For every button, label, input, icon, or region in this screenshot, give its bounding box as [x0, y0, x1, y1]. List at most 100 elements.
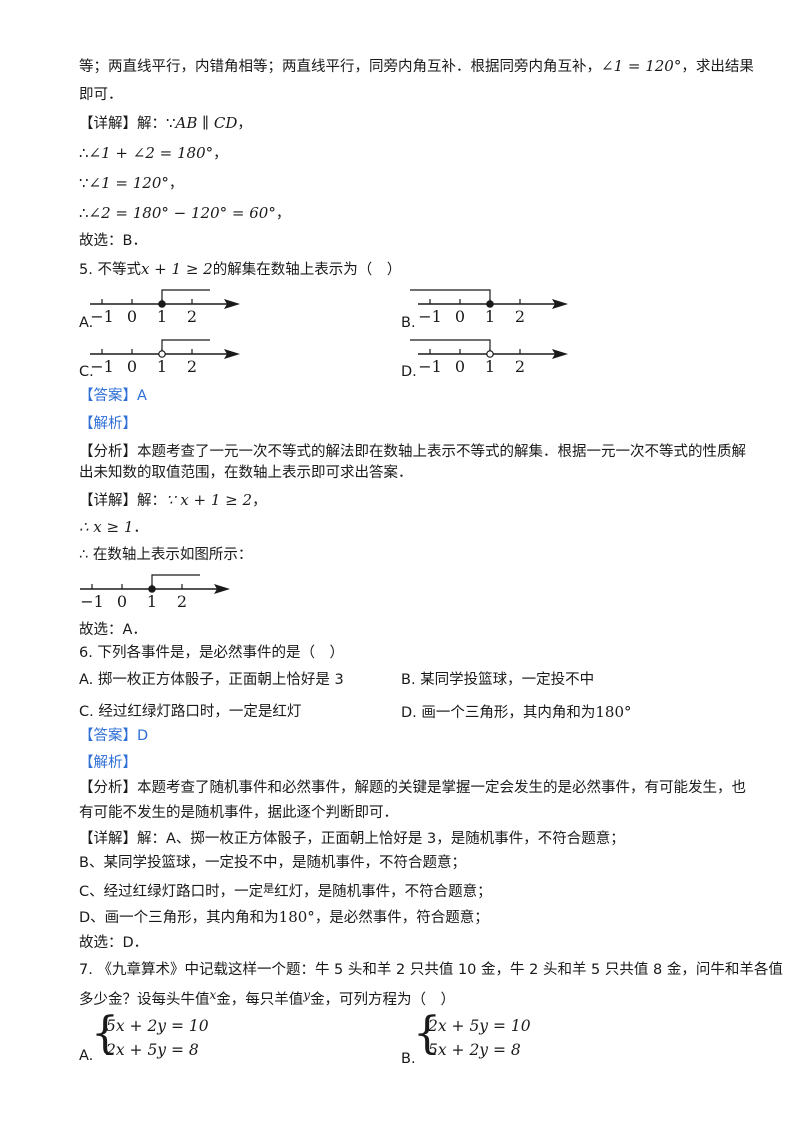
filled-point [158, 300, 166, 308]
number-line-option-b: −1 0 1 2 [410, 289, 568, 326]
open-point [158, 350, 166, 358]
variable-x: x [209, 988, 217, 1002]
filled-point [486, 300, 494, 308]
tick-label: 1 [157, 357, 167, 376]
intro-line-2: 即可． [79, 87, 123, 103]
q7-option-a-brace: { [91, 1008, 119, 1059]
stem-text: 5. 不等式 [79, 262, 141, 278]
tick-label: 1 [485, 357, 495, 376]
angle-sum-expression: ∠1 + ∠2 = 180° [88, 144, 214, 162]
q7-option-a-eq2: 2x + 5y = 8 [106, 1041, 199, 1059]
q6-option-a: A. 掷一枚正方体骰子，正面朝上恰好是 3 [79, 672, 344, 688]
stem-text: 金，每只羊值 [216, 992, 304, 1008]
q6-detail-3: C、经过红绿灯路口时，一定是红灯，是随机事件，不符合题意； [79, 879, 492, 902]
inequality-expression: x + 1 ≥ 2 [140, 260, 213, 278]
therefore-symbol: ∴ [79, 204, 89, 222]
stem-text: 多少金？设每头牛值 [79, 992, 210, 1008]
angle2-expression: ∠2 = 180° − 120° = 60° [88, 204, 276, 222]
parallel-expression: AB ∥ CD [175, 114, 238, 132]
variable-y: y [303, 988, 311, 1002]
tick-label: 1 [485, 307, 495, 326]
because-symbol: ∵ [79, 174, 89, 192]
axis-arrow [552, 349, 568, 359]
q5-answer: 【答案】A [79, 388, 147, 404]
solution-expression: ∴ x ≥ 1 [79, 518, 134, 536]
q6-answer: 【答案】D [79, 728, 149, 744]
detail-text: D、画一个三角形，其内角和为 [79, 910, 279, 926]
q6-stem: 6. 下列各事件是，是必然事件的是（ ） [79, 645, 344, 661]
q5-detail-line-1: 【详解】解：∵ x + 1 ≥ 2， [79, 490, 267, 511]
punct: ． [133, 520, 148, 536]
tick-label: 0 [127, 357, 137, 376]
q6-option-c: C. 经过红绿灯路口时，一定是红灯 [79, 704, 302, 720]
q7-option-b-brace: { [413, 1008, 441, 1059]
tick-label: 2 [187, 357, 197, 376]
number-line-option-a: −1 0 1 2 [90, 289, 240, 326]
q4-detail-line-2: ∴∠1 + ∠2 = 180°， [79, 143, 228, 164]
tick-label: 2 [177, 592, 187, 611]
axis-arrow [214, 584, 230, 594]
q6-analysis-label: 【解析】 [79, 755, 137, 771]
tick-label: −1 [418, 307, 442, 326]
tick-label: −1 [90, 307, 114, 326]
tick-label: 2 [187, 307, 197, 326]
q6-detail-1: 【详解】解：A、掷一枚正方体骰子，正面朝上恰好是 3，是随机事件，不符合题意； [79, 831, 625, 847]
intro-text: 等；两直线平行，内错角相等；两直线平行，同旁内角互补．根据同旁内角互补， [79, 59, 601, 75]
open-point [486, 350, 494, 358]
number-line-option-c: −1 0 1 2 [90, 339, 240, 376]
q5-detail-line-2: ∴ x ≥ 1． [79, 517, 148, 538]
q6-analysis-line-2: 有可能不发生的是随机事件，据此逐个判断即可． [79, 805, 398, 821]
stem-text-end: 的解集在数轴上表示为（ ） [212, 262, 402, 278]
solution-bracket [161, 339, 210, 354]
q7-option-a-eq1: 5x + 2y = 10 [106, 1017, 209, 1035]
q6-detail-2: B、某同学投篮球，一定投不中，是随机事件，不符合题意； [79, 855, 466, 871]
angle1-expression: ∠1 = 120° [88, 174, 169, 192]
small-char: 是 [263, 882, 275, 895]
solution-bracket [410, 339, 491, 354]
tick-label: 1 [157, 307, 167, 326]
q5-stem: 5. 不等式x + 1 ≥ 2的解集在数轴上表示为（ ） [79, 259, 401, 280]
q6-analysis-line-1: 【分析】本题考查了随机事件和必然事件，解题的关键是掌握一定会发生的是必然事件，有… [79, 780, 746, 796]
detail-text: C、经过红绿灯路口时，一定 [79, 884, 264, 900]
angle-value: 180° [595, 703, 632, 721]
inequality-expression: ∵ x + 1 ≥ 2 [166, 491, 253, 509]
tick-label: 2 [515, 307, 525, 326]
intro-line-1: 等；两直线平行，内错角相等；两直线平行，同旁内角互补．根据同旁内角互补，∠1 =… [79, 56, 754, 77]
detail-label: 【详解】解： [79, 493, 166, 509]
number-line-solution: −1 0 1 2 [80, 574, 230, 611]
detail-text-end: 红灯，是随机事件，不符合题意； [274, 884, 492, 900]
q5-analysis-line-1: 【分析】本题考查了一元一次不等式的解法即在数轴上表示不等式的解集．根据一元一次不… [79, 444, 746, 460]
angle-value: 180° [278, 908, 315, 926]
punct: ， [213, 146, 228, 162]
tick-label: 0 [455, 357, 465, 376]
q4-detail-line-4: ∴∠2 = 180° − 120° = 60°， [79, 203, 290, 224]
punct: ， [237, 116, 252, 132]
punct: ， [275, 206, 291, 222]
q4-choice: 故选：B． [79, 233, 147, 249]
tick-label: 0 [127, 307, 137, 326]
q7-stem-line-2: 多少金？设每头牛值x金，每只羊值y金，可列方程为（ ） [79, 985, 455, 1010]
tick-label: −1 [90, 357, 114, 376]
angle-expression: ∠1 = 120° [601, 57, 682, 75]
axis-arrow [224, 349, 240, 359]
tick-label: 0 [455, 307, 465, 326]
q5-detail-line-3: ∴ 在数轴上表示如图所示： [79, 547, 253, 563]
q7-option-b-eq2: 5x + 2y = 8 [428, 1041, 521, 1059]
axis-arrow [552, 299, 568, 309]
axis-arrow [224, 299, 240, 309]
option-a-label: A. [79, 315, 94, 331]
stem-text-end: 金，可列方程为（ ） [310, 992, 456, 1008]
solution-bracket [410, 289, 491, 304]
q6-option-b: B. 某同学投篮球，一定投不中 [401, 672, 595, 688]
tick-label: 1 [147, 592, 157, 611]
q7-option-b-label: B. [401, 1051, 416, 1067]
tick-label: 0 [117, 592, 127, 611]
q6-detail-4: D、画一个三角形，其内角和为180°，是必然事件，符合题意； [79, 907, 489, 928]
option-text: D. 画一个三角形，其内角和为 [401, 705, 596, 721]
option-b-label: B. [401, 315, 416, 331]
tick-label: −1 [418, 357, 442, 376]
tick-label: −1 [80, 592, 104, 611]
filled-point [148, 585, 156, 593]
q6-choice: 故选：D． [79, 935, 149, 951]
